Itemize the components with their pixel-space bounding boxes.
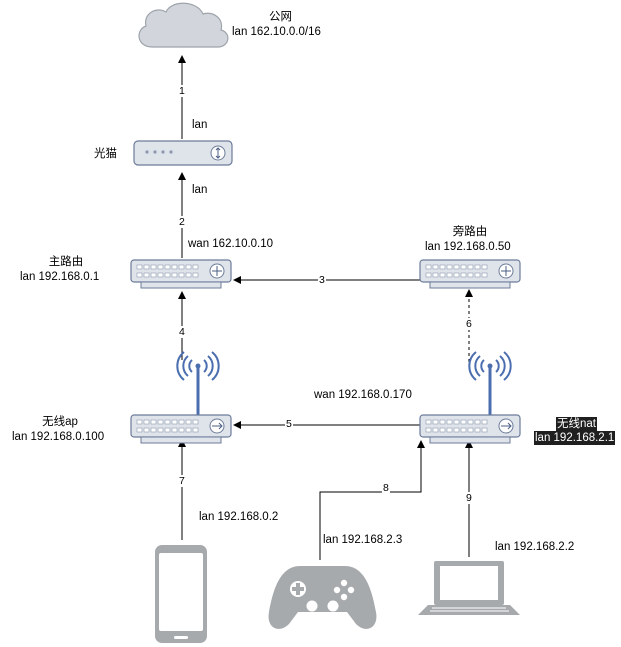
laptop-icon — [418, 561, 520, 615]
main-router-icon — [130, 259, 232, 289]
edge-label-4: 4 — [178, 326, 186, 338]
modem-lan-top: lan — [192, 119, 208, 131]
wireless-ap-icon — [130, 351, 232, 444]
main-router-title: 主路由 — [48, 256, 84, 268]
edge-label-6: 6 — [465, 318, 473, 330]
edge-8 — [319, 440, 425, 560]
side-router-lan: lan 192.168.0.50 — [425, 241, 511, 253]
wireless-nat-lan: lan 192.168.2.1 — [534, 431, 616, 445]
edge-label-8: 8 — [382, 482, 390, 494]
edge-label-7: 7 — [178, 475, 186, 487]
edge-label-2: 2 — [178, 216, 186, 228]
wireless-nat-icon — [419, 351, 521, 444]
edge-label-1: 1 — [178, 85, 186, 97]
wireless-nat-wan: wan 192.168.0.170 — [314, 389, 412, 401]
side-router-icon — [419, 259, 521, 289]
main-router-lan: lan 192.168.0.1 — [20, 271, 100, 283]
gamepad-lan: lan 192.168.2.3 — [323, 534, 403, 546]
edge-label-9: 9 — [465, 492, 473, 504]
gamepad-icon — [268, 566, 377, 629]
edges — [178, 55, 473, 560]
edge-label-3: 3 — [318, 274, 326, 286]
cloud-title: 公网 — [269, 11, 292, 23]
cloud-lan: lan 162.10.0.0/16 — [232, 26, 321, 38]
modem-title: 光猫 — [94, 148, 117, 160]
main-router-wan: wan 162.10.0.10 — [188, 238, 274, 250]
phone-lan: lan 192.168.0.2 — [199, 511, 279, 523]
wireless-ap-title: 无线ap — [42, 416, 78, 428]
cloud-icon — [138, 2, 229, 48]
modem-lan-bottom: lan — [192, 184, 208, 196]
edge-label-5: 5 — [285, 418, 293, 430]
side-router-title: 旁路由 — [452, 226, 488, 238]
laptop-lan: lan 192.168.2.2 — [495, 541, 575, 553]
wireless-ap-lan: lan 192.168.0.100 — [12, 431, 105, 443]
wireless-nat-title: 无线nat — [556, 417, 597, 431]
modem-icon — [133, 140, 233, 166]
phone-icon — [155, 545, 207, 643]
